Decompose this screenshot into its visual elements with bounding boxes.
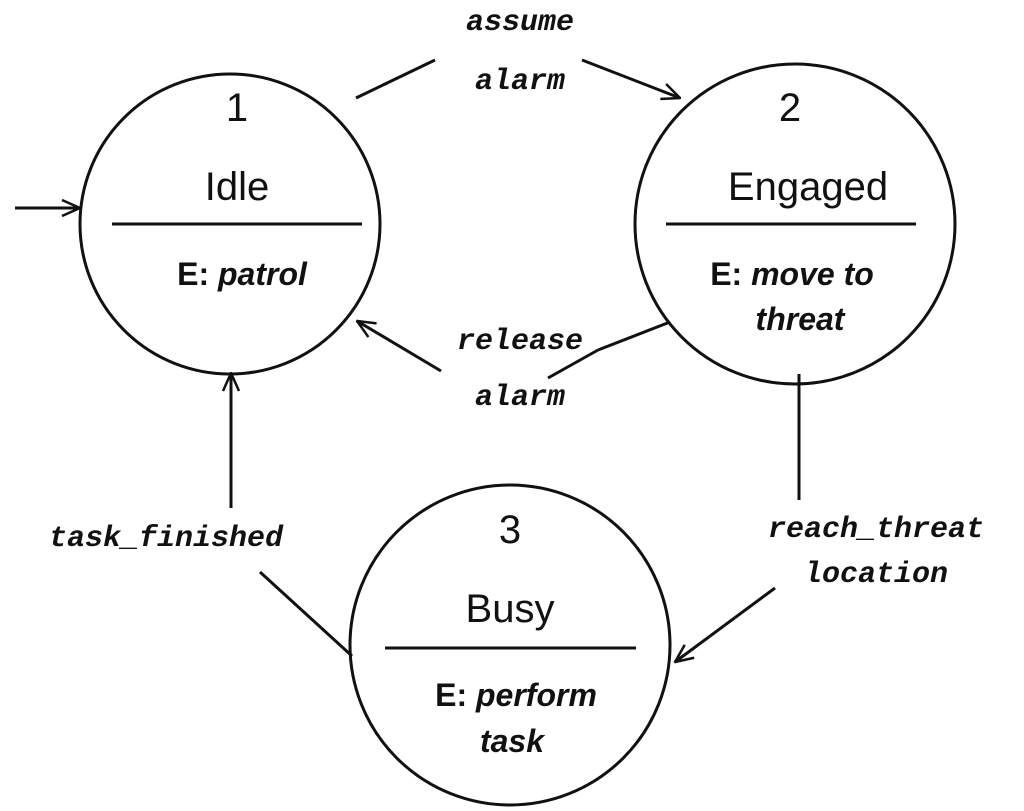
state-engaged-entry-action-2: threat (756, 301, 846, 337)
transition-engaged-to-idle-line-a (597, 320, 671, 352)
state-busy-number: 3 (499, 508, 521, 552)
state-busy-entry-label: E: (435, 677, 467, 713)
state-engaged-entry-line2: threat (756, 301, 846, 337)
transition-engaged-to-busy-label-1: reach_threat (768, 513, 984, 547)
transition-busy-to-idle: task_finished (49, 373, 354, 658)
state-idle: 1 Idle E: patrol (78, 72, 382, 376)
state-engaged-entry-action: move to (751, 256, 874, 292)
transition-engaged-to-busy-line-b (675, 586, 776, 662)
state-busy-entry: E: perform (435, 677, 597, 713)
state-idle-number: 1 (226, 86, 248, 130)
transition-engaged-to-idle-label-2: alarm (475, 381, 565, 415)
state-engaged-name: Engaged (728, 165, 888, 209)
transition-idle-to-engaged-line-a (355, 58, 436, 100)
transition-idle-to-engaged-label-2: alarm (475, 65, 565, 99)
state-busy-entry-line2: task (480, 723, 546, 759)
state-busy: 3 Busy E: perform task (348, 483, 672, 807)
state-idle-entry-action: patrol (217, 256, 308, 292)
state-idle-entry-label: E: (177, 256, 209, 292)
transition-engaged-to-busy: reach_threat location (675, 374, 984, 662)
state-idle-name: Idle (205, 165, 270, 209)
state-engaged-number: 2 (779, 86, 801, 130)
state-busy-entry-action-2: task (480, 723, 546, 759)
state-busy-name: Busy (466, 587, 555, 631)
transition-idle-to-engaged-label-1: assume (466, 6, 574, 40)
transition-engaged-to-idle-line-d (547, 348, 599, 380)
state-idle-entry: E: patrol (177, 256, 308, 292)
state-engaged-circle (633, 62, 957, 386)
state-engaged: 2 Engaged E: move to threat (633, 62, 957, 386)
state-busy-circle (348, 483, 672, 807)
transition-engaged-to-idle-line-c (357, 321, 442, 373)
transition-idle-to-engaged: assume alarm (355, 6, 680, 100)
transition-engaged-to-idle-label-1: release (457, 325, 583, 359)
state-engaged-entry: E: move to (710, 256, 874, 292)
transition-idle-to-engaged-line-b (581, 58, 680, 98)
state-busy-entry-action: perform (475, 677, 597, 713)
state-engaged-entry-label: E: (710, 256, 742, 292)
transition-busy-to-idle-line-a (258, 570, 354, 658)
transition-busy-to-idle-label: task_finished (49, 522, 284, 556)
transition-engaged-to-busy-label-2: location (804, 558, 948, 592)
transition-engaged-to-idle: release alarm (357, 320, 671, 415)
